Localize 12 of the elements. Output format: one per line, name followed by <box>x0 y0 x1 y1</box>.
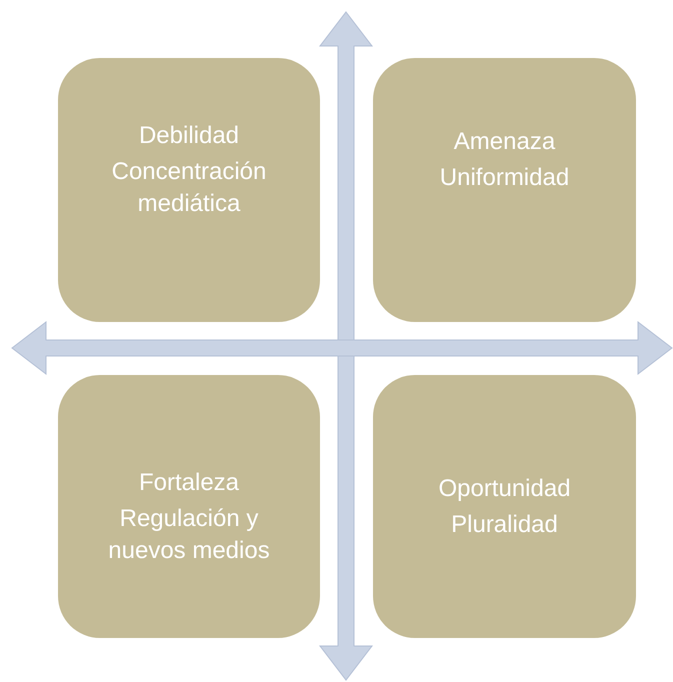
quadrant-text: Concentración mediática <box>110 157 268 219</box>
quadrant-box <box>58 58 320 322</box>
quadrant-heading: Amenaza <box>452 127 556 157</box>
quadrant-heading: Oportunidad <box>438 474 571 504</box>
quadrant-heading: Fortaleza <box>138 468 240 498</box>
quadrant-box <box>58 375 320 638</box>
quadrant-text: Pluralidad <box>450 510 559 540</box>
quadrant-text: Regulación y nuevos medios <box>107 504 271 566</box>
quadrant-text: Uniformidad <box>440 163 570 193</box>
quadrant-box <box>373 375 636 638</box>
quadrant-box <box>373 58 636 322</box>
quadrant-heading: Debilidad <box>138 121 240 151</box>
